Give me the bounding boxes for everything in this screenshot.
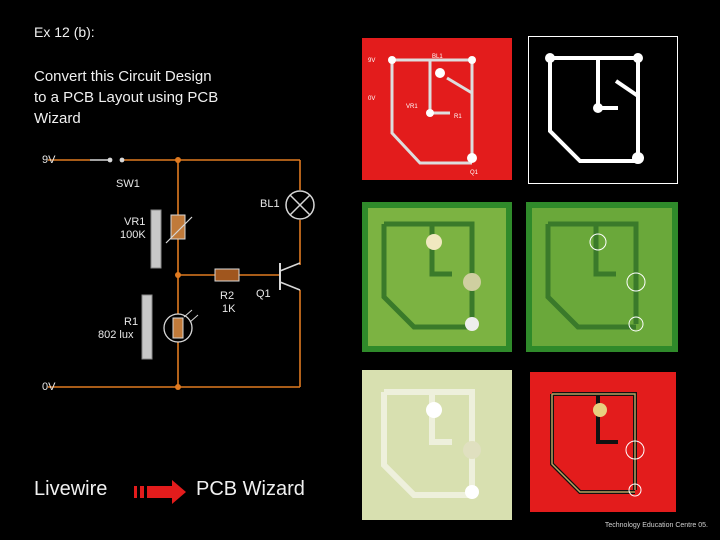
transistor-label: Q1 <box>256 288 271 300</box>
arrow-right-icon <box>134 480 186 504</box>
pcb-q-label: Q1 <box>470 170 479 176</box>
pcb-vr-label: VR1 <box>406 104 418 110</box>
pcb-bl-label: BL1 <box>432 54 443 60</box>
pcb-0v-label: 0V <box>368 96 375 102</box>
pcb-red-layout: 9V 0V BL1 VR1 R1 Q1 <box>362 38 512 180</box>
ldr-name-label: R1 <box>124 316 138 328</box>
circuit-schematic: 9V SW1 BL1 VR1 100K R2 1K Q1 R1 802 lux … <box>42 154 315 393</box>
lamp-label: BL1 <box>260 198 280 210</box>
ldr-value-label: 802 lux <box>98 329 134 341</box>
vr-value-label: 100K <box>120 229 146 241</box>
pcb-pale-board <box>362 370 512 520</box>
pcb-wizard-label: PCB Wizard <box>196 478 305 500</box>
instruction-line: Convert this Circuit Design <box>34 68 212 85</box>
instruction-line: Wizard <box>34 110 81 127</box>
exercise-title: Ex 12 (b): <box>34 24 95 40</box>
pcb-red-copper <box>530 372 676 512</box>
pcb-black-mask <box>528 36 678 184</box>
supply-9v-label: 9V <box>42 154 56 166</box>
pcb-green-board <box>362 202 512 352</box>
pcb-r-label: R1 <box>454 114 462 120</box>
credit-text: Technology Education Centre 05. <box>604 522 708 529</box>
r2-value-label: 1K <box>222 303 236 315</box>
vr-name-label: VR1 <box>124 216 145 228</box>
pcb-green-board-outline <box>526 202 678 352</box>
switch-label: SW1 <box>116 178 140 190</box>
supply-0v-label: 0V <box>42 381 56 393</box>
instruction-line: to a PCB Layout using PCB <box>34 89 219 106</box>
livewire-label: Livewire <box>34 478 108 500</box>
r2-name-label: R2 <box>220 290 234 302</box>
instruction-text: Convert this Circuit Design to a PCB Lay… <box>34 66 294 129</box>
pcb-9v-label: 9V <box>368 58 375 64</box>
